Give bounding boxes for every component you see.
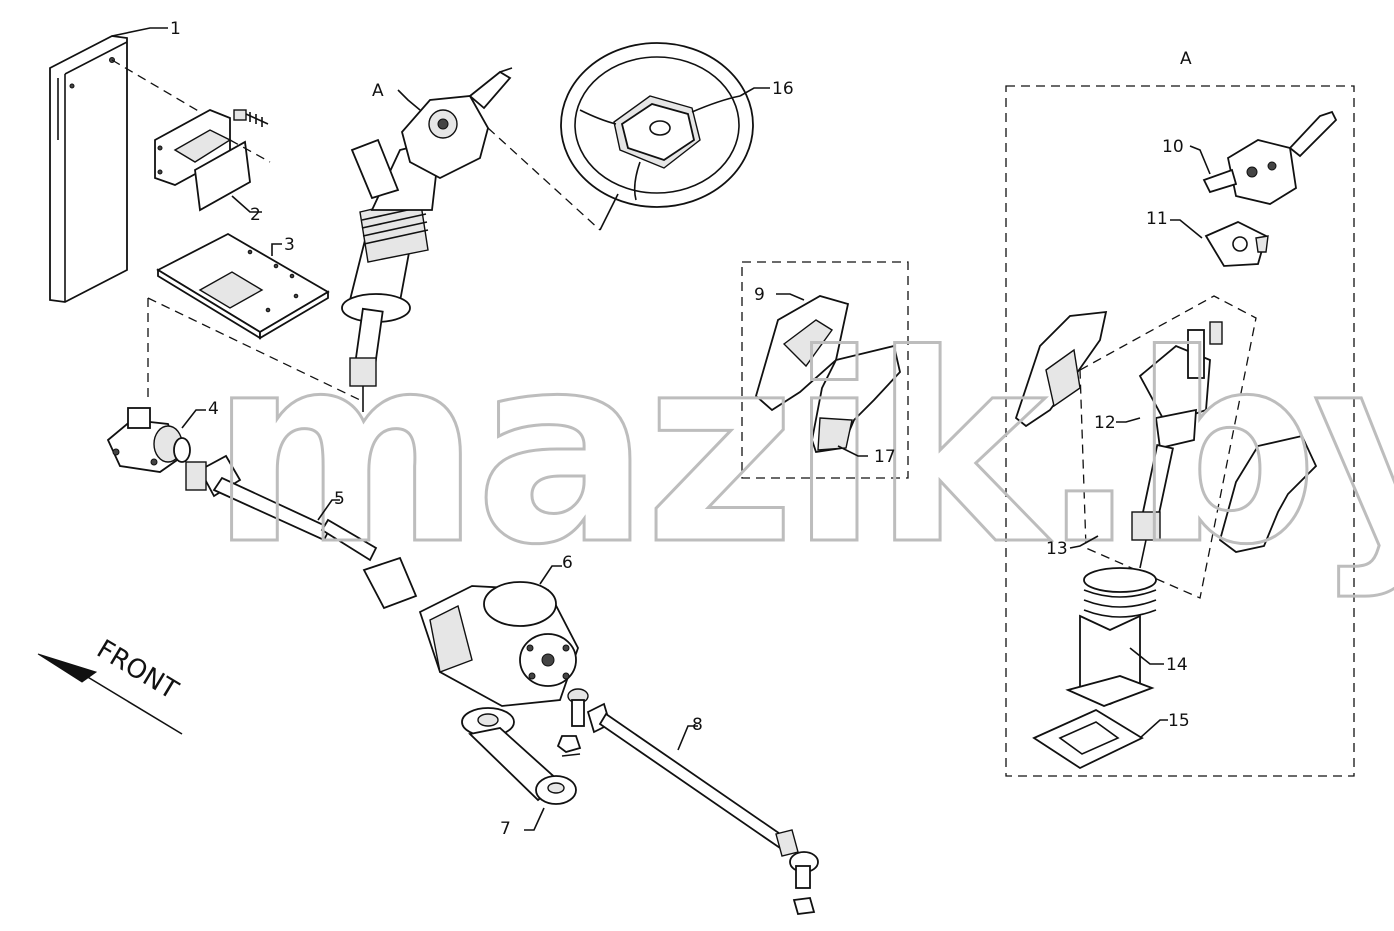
leader-lines [111, 27, 1211, 831]
part-6-steering-gear [418, 581, 579, 707]
ball-joint-icon [567, 688, 589, 727]
part-11-switch-bracket [1204, 221, 1269, 267]
label-part-4: 4 [208, 399, 219, 419]
part-5-intermediate-shaft [185, 454, 418, 610]
label-part-3: 3 [284, 235, 295, 255]
label-part-2: 2 [250, 205, 261, 225]
part-10-combination-switch [1202, 110, 1338, 205]
label-part-14: 14 [1166, 655, 1188, 675]
shroud-group-9-17 [741, 261, 909, 479]
part-1-mounting-panel [49, 35, 128, 303]
nut-icon [556, 735, 582, 753]
front-arrow-label: FRONT [91, 634, 183, 706]
part-14-boot [1065, 567, 1157, 707]
part-15-gasket [1032, 708, 1144, 770]
front-arrow: FRONT [37, 634, 183, 735]
label-part-12: 12 [1094, 413, 1116, 433]
label-part-15: 15 [1168, 711, 1190, 731]
label-part-8: 8 [692, 715, 703, 735]
label-part-5: 5 [334, 489, 345, 509]
label-part-16: 16 [772, 79, 794, 99]
part-8-tie-rod [586, 702, 819, 915]
inset-a [1005, 85, 1355, 777]
watermark: mazik.by [210, 300, 1394, 602]
label-part-10: 10 [1162, 137, 1184, 157]
bolt-icon [233, 109, 269, 127]
part-13-lower-joint [1131, 511, 1161, 569]
part-3-plate [156, 232, 330, 340]
part-7-pitman-arm [461, 688, 589, 805]
label-part-7: 7 [500, 819, 511, 839]
label-part-6: 6 [562, 553, 573, 573]
label-inset-a: A [1180, 49, 1192, 69]
label-part-11: 11 [1146, 209, 1168, 229]
part-4-universal-joint [106, 407, 191, 473]
label-part-13: 13 [1046, 539, 1068, 559]
part-2-bracket [111, 59, 271, 212]
part-16-steering-wheel [487, 42, 754, 231]
part-12-column-tube [1138, 321, 1223, 518]
steering-column-assembly [341, 67, 513, 412]
label-part-9: 9 [754, 285, 765, 305]
part-labels: 1 2 3 4 5 6 7 8 9 10 11 12 13 14 15 16 1… [170, 19, 1192, 839]
label-part-1: 1 [170, 19, 181, 39]
label-part-17: 17 [874, 447, 896, 467]
label-assembly-a: A [372, 81, 384, 101]
